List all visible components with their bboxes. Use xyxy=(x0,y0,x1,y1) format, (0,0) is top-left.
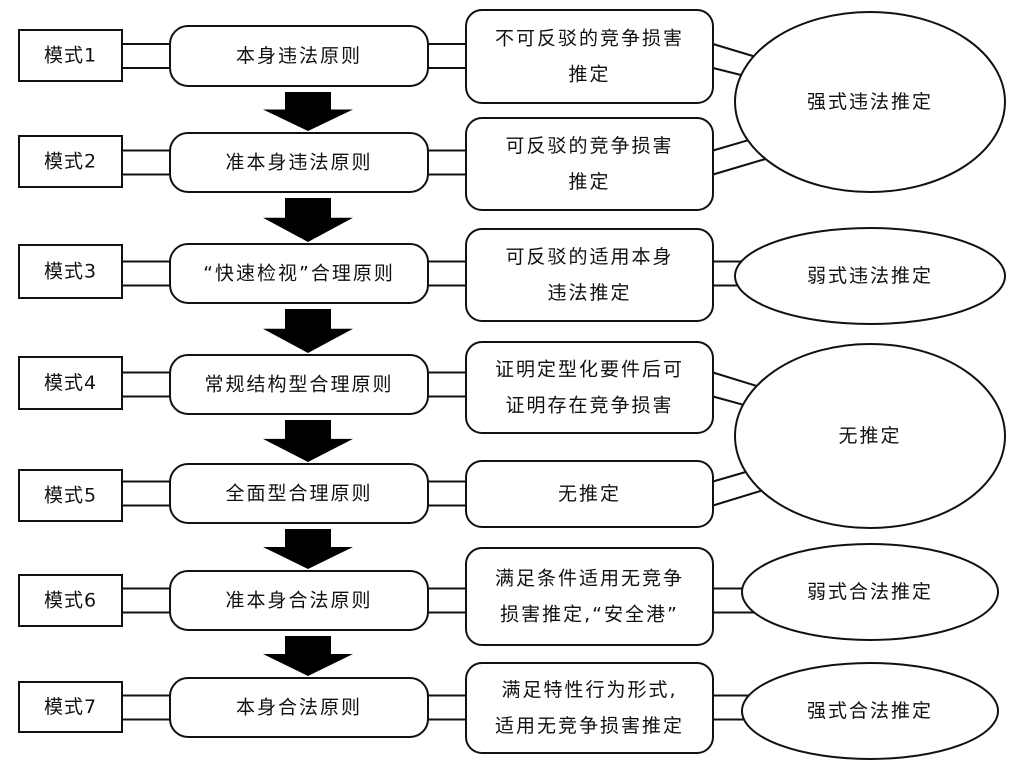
mode-box xyxy=(18,356,123,410)
presumption-box xyxy=(465,228,714,322)
presumption-box xyxy=(465,9,714,104)
presumption-box xyxy=(465,117,714,211)
down-arrow-icon xyxy=(263,529,353,569)
presumption-label: 不可反驳的竞争损害 xyxy=(495,28,684,50)
mode-box xyxy=(18,681,123,733)
principle-label: 准本身合法原则 xyxy=(225,590,372,612)
principle-box xyxy=(169,570,429,631)
outcome-ellipse xyxy=(734,343,1006,529)
principle-label: 常规结构型合理原则 xyxy=(204,374,393,396)
presumption-label: 推定 xyxy=(568,64,610,86)
principle-box xyxy=(169,243,429,304)
principle-box xyxy=(169,463,429,524)
principle-label: 全面型合理原则 xyxy=(225,483,372,505)
principle-box xyxy=(169,132,429,193)
down-arrow-icon xyxy=(263,198,353,242)
mode-box xyxy=(18,574,123,627)
mode-box xyxy=(18,469,123,522)
presumption-label: 证明存在竞争损害 xyxy=(505,395,673,417)
outcome-label: 弱式合法推定 xyxy=(807,581,933,603)
principle-label: 准本身违法原则 xyxy=(225,152,372,174)
connector-line xyxy=(712,43,756,58)
outcome-ellipse xyxy=(734,11,1006,193)
down-arrow-icon xyxy=(263,420,353,462)
presumption-label: 可反驳的适用本身 xyxy=(505,246,673,268)
connector-line xyxy=(712,395,746,407)
down-arrow-icon xyxy=(263,309,353,353)
mode-label: 模式6 xyxy=(44,590,97,612)
mode-label: 模式4 xyxy=(44,372,97,394)
presumption-label: 适用无竞争损害推定 xyxy=(495,715,684,737)
mode-box xyxy=(18,29,123,82)
principle-box xyxy=(169,25,429,87)
connector-line xyxy=(712,470,748,483)
outcome-label: 弱式违法推定 xyxy=(807,265,933,287)
connector-line xyxy=(712,371,759,388)
presumption-box xyxy=(465,460,714,528)
presumption-label: 可反驳的竞争损害 xyxy=(505,135,673,157)
mode-label: 模式3 xyxy=(44,261,97,283)
presumption-box xyxy=(465,341,714,434)
mode-box xyxy=(18,135,123,188)
presumption-box xyxy=(465,662,714,754)
presumption-label: 证明定型化要件后可 xyxy=(495,359,684,381)
mode-label: 模式7 xyxy=(44,696,97,718)
outcome-label: 强式违法推定 xyxy=(807,91,933,113)
outcome-ellipse xyxy=(734,227,1006,325)
presumption-box xyxy=(465,547,714,646)
presumption-label: 损害推定,“安全港” xyxy=(500,604,679,626)
down-arrow-icon xyxy=(263,636,353,676)
outcome-ellipse xyxy=(741,543,999,641)
outcome-label: 无推定 xyxy=(838,425,901,447)
connector-line xyxy=(712,67,744,77)
principle-label: 本身合法原则 xyxy=(236,697,362,719)
connector-line xyxy=(712,157,768,176)
connector-line xyxy=(712,138,750,152)
down-arrow-icon xyxy=(263,92,353,131)
outcome-ellipse xyxy=(741,662,999,760)
principle-label: “快速检视”合理原则 xyxy=(203,263,395,285)
mode-label: 模式2 xyxy=(44,151,97,173)
principle-label: 本身违法原则 xyxy=(236,45,362,67)
outcome-label: 强式合法推定 xyxy=(807,700,933,722)
presumption-label: 推定 xyxy=(568,171,610,193)
mode-label: 模式5 xyxy=(44,485,97,507)
presumption-label: 无推定 xyxy=(558,483,621,505)
principle-box xyxy=(169,677,429,738)
mode-label: 模式1 xyxy=(44,45,97,67)
presumption-label: 违法推定 xyxy=(547,282,631,304)
mode-box xyxy=(18,244,123,299)
principle-box xyxy=(169,354,429,415)
connector-line xyxy=(712,489,764,507)
presumption-label: 满足特性行为形式, xyxy=(501,679,677,701)
presumption-label: 满足条件适用无竞争 xyxy=(495,568,684,590)
